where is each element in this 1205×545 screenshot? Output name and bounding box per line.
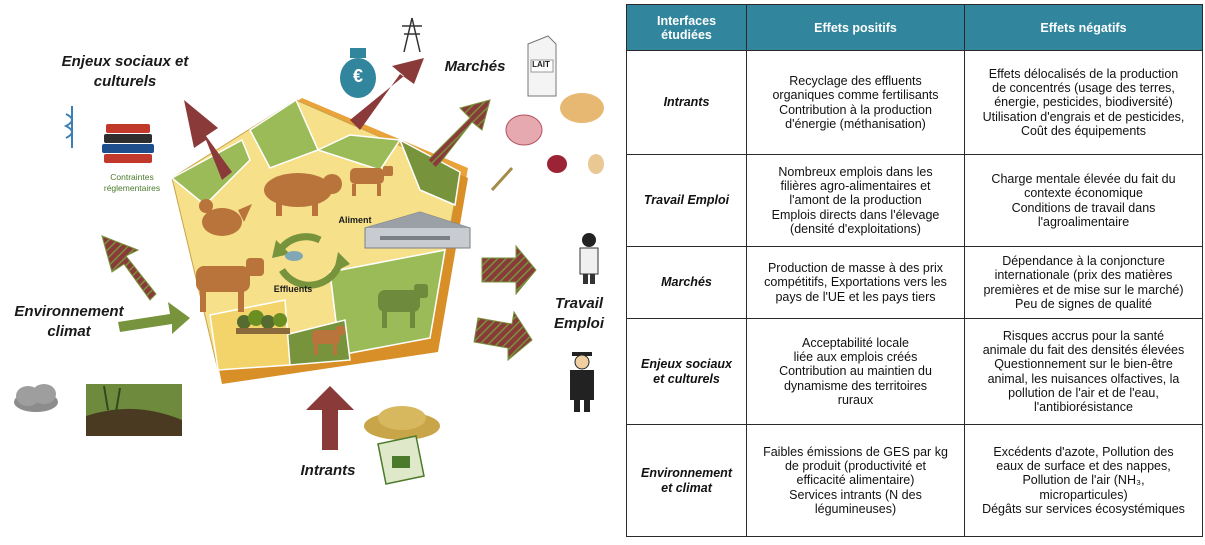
table-row: Travail Emploi Nombreux emplois dans les… — [626, 154, 1203, 247]
row-negative: Dépendance à la conjoncture internationa… — [964, 246, 1203, 319]
label-environnement: Environnement climat — [14, 303, 124, 340]
cow-icon — [378, 284, 428, 328]
eggs-icon — [547, 154, 604, 174]
effects-table: Interfaces étudiées Effets positifs Effe… — [626, 4, 1203, 537]
chicken-meat-icon — [560, 93, 604, 123]
row-positive: Faibles émissions de GES par kg de produ… — [746, 424, 965, 537]
arrow-intrants-in — [306, 386, 354, 450]
row-positive: Production de masse à des prix compétiti… — [746, 246, 965, 319]
worker-icon — [579, 233, 599, 284]
row-interface: Travail Emploi — [626, 154, 747, 247]
money-bag-icon — [340, 48, 376, 98]
farm-interfaces-diagram: Enjeux sociaux et culturels Marchés Envi… — [14, 17, 604, 485]
row-interface: Environnement et climat — [626, 424, 747, 537]
grain-pile-icon — [364, 406, 440, 440]
table-header-row: Interfaces étudiées Effets positifs Effe… — [626, 4, 1203, 51]
row-positive: Acceptabilité locale liée aux emplois cr… — [746, 318, 965, 425]
table-row: Environnement et climat Faibles émission… — [626, 424, 1203, 537]
table-row: Marchés Production de masse à des prix c… — [626, 246, 1203, 319]
label-lait: LAIT — [532, 60, 550, 69]
row-positive: Recyclage des effluents organiques comme… — [746, 50, 965, 155]
label-contraintes: Contraintes réglementaires — [103, 172, 161, 193]
row-negative: Excédents d'azote, Pollution des eaux de… — [964, 424, 1203, 537]
arrow-marches-in — [350, 58, 424, 130]
row-negative: Effets délocalisés de la production de c… — [964, 50, 1203, 155]
row-positive: Nombreux emplois dans les filières agro-… — [746, 154, 965, 247]
pylon-icon — [402, 17, 422, 53]
pork-meat-icon — [505, 114, 543, 146]
label-aliment: Aliment — [338, 215, 372, 225]
interfaces-table: Interfaces étudiées Effets positifs Effe… — [626, 4, 1203, 537]
milk-carton-icon — [527, 35, 557, 97]
row-interface: Marchés — [626, 246, 747, 319]
cow-icon — [196, 258, 264, 312]
farmer-icon — [570, 352, 594, 412]
diagram-canvas — [14, 17, 604, 485]
hen-icon — [199, 199, 252, 236]
row-negative: Charge mentale élevée du fait du context… — [964, 154, 1203, 247]
trees-icon — [236, 310, 290, 334]
row-negative: Risques accrus pour la santé animale du … — [964, 318, 1203, 425]
label-euro: € — [352, 66, 363, 86]
wetland-icon — [86, 384, 182, 436]
row-interface: Intrants — [626, 50, 747, 155]
header-effets-negatifs: Effets négatifs — [964, 4, 1203, 51]
cycle-arrows — [272, 233, 350, 289]
cow-icon — [312, 326, 345, 355]
table-row: Enjeux sociaux et culturels Acceptabilit… — [626, 318, 1203, 425]
arrow-env-green — [118, 302, 190, 334]
label-marches: Marchés — [444, 58, 506, 75]
header-effets-positifs: Effets positifs — [746, 4, 965, 51]
fertilizer-bag-icon — [377, 435, 425, 485]
cloud-icon — [14, 384, 58, 412]
header-interfaces: Interfaces étudiées — [626, 4, 747, 51]
arrow-travail-out-2 — [473, 310, 533, 362]
caduceus-icon — [63, 106, 73, 148]
books-icon — [102, 124, 154, 163]
cow-icon — [350, 166, 393, 196]
wheat-icon — [490, 166, 514, 192]
table-row: Intrants Recyclage des effluents organiq… — [626, 50, 1203, 155]
row-interface: Enjeux sociaux et culturels — [626, 318, 747, 425]
label-intrants: Intrants — [300, 462, 356, 479]
pig-icon — [264, 173, 342, 216]
label-travail-emploi: Travail Emploi — [553, 295, 604, 332]
label-enjeux-sociaux: Enjeux sociaux et culturels — [61, 53, 189, 90]
arrow-enjeux-out — [184, 100, 232, 180]
arrow-travail-out-1 — [481, 244, 537, 296]
label-effluents: Effluents — [273, 284, 313, 294]
barn-icon — [364, 211, 471, 249]
arrow-marches-out — [427, 99, 491, 169]
arrow-env-in — [101, 235, 157, 301]
